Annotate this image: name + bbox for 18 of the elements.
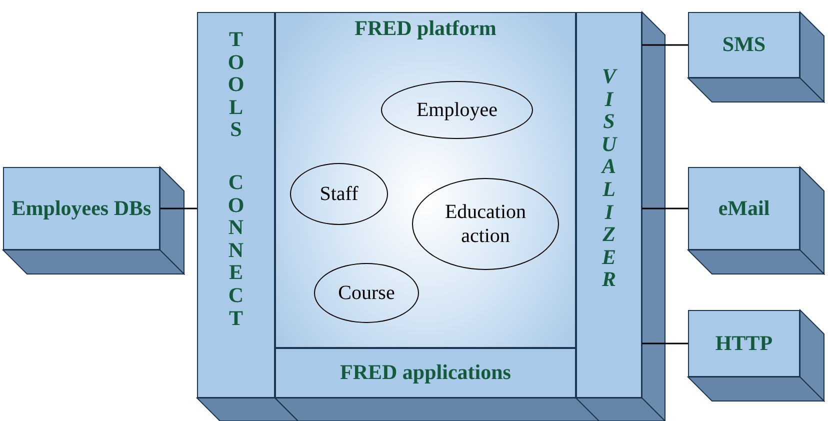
application-panel	[275, 348, 576, 398]
connector-line	[642, 44, 688, 46]
entity-ellipse	[314, 263, 419, 323]
vertical-label: TOOLS CONNECT	[228, 28, 244, 330]
node-label: FRED platform	[354, 17, 496, 40]
node-label: Staff	[320, 182, 358, 206]
entity-ellipse	[381, 81, 533, 139]
entity-ellipse	[290, 163, 388, 225]
platform-panel	[275, 12, 576, 348]
node-label: Course	[338, 281, 395, 305]
block-3d	[197, 12, 665, 421]
node-label: FRED applications	[340, 361, 511, 385]
vertical-label: VISUALIZER	[601, 65, 617, 291]
node-label: Employee	[416, 98, 498, 122]
connector-line	[642, 208, 688, 210]
node-label: Education action	[444, 200, 528, 248]
connector-line	[642, 342, 688, 344]
entity-ellipse	[412, 178, 559, 270]
